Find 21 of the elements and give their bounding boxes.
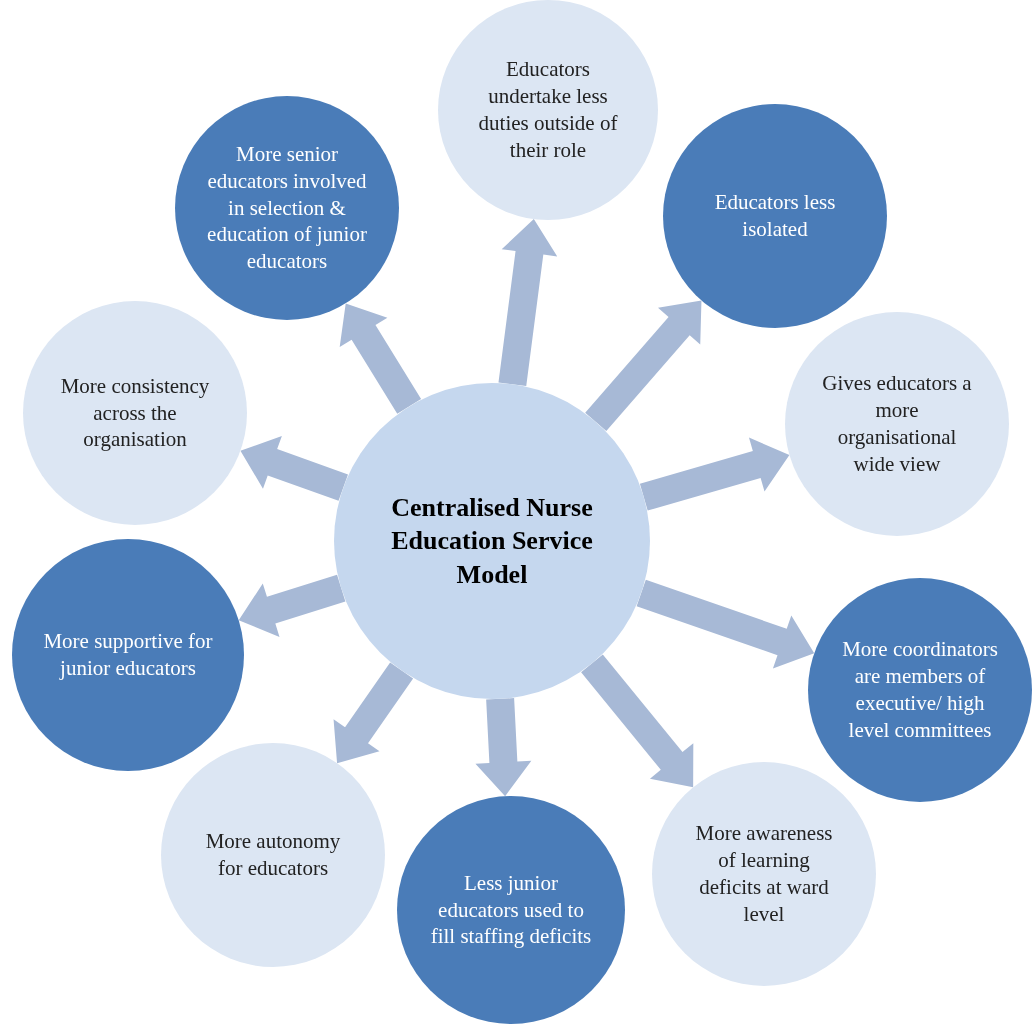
circle-text: Educators less isolated <box>713 189 837 243</box>
block-arrow <box>585 300 702 432</box>
block-arrow <box>238 574 346 637</box>
circle-text: More supportive for junior educators <box>42 628 214 682</box>
block-arrow <box>475 698 532 797</box>
circle-text: More senior educators involved in selection & education of junior educators <box>206 140 368 276</box>
block-arrow <box>333 662 414 764</box>
circle-text: Centralised Nurse Education Service Model <box>390 492 594 591</box>
block-arrow <box>639 437 790 511</box>
block-arrow <box>240 435 348 501</box>
circle-text: More consistency across the organisation <box>59 372 211 454</box>
block-arrow <box>581 654 694 788</box>
circle-text: Gives educators a more organisational wide view <box>821 370 973 478</box>
circle-text: Less junior educators used to fill staffing deficits <box>429 869 593 951</box>
circle-text: Educators undertake less duties outside of their role <box>477 56 619 164</box>
block-arrow <box>636 579 815 669</box>
circle-text: More coordinators are members of executive/ high level committees <box>841 636 999 744</box>
block-arrow <box>498 219 558 387</box>
circle-text: More autonomy for educators <box>204 828 342 882</box>
block-arrow <box>339 303 422 414</box>
circle-text: More awareness of learning deficits at ward level <box>694 820 834 928</box>
